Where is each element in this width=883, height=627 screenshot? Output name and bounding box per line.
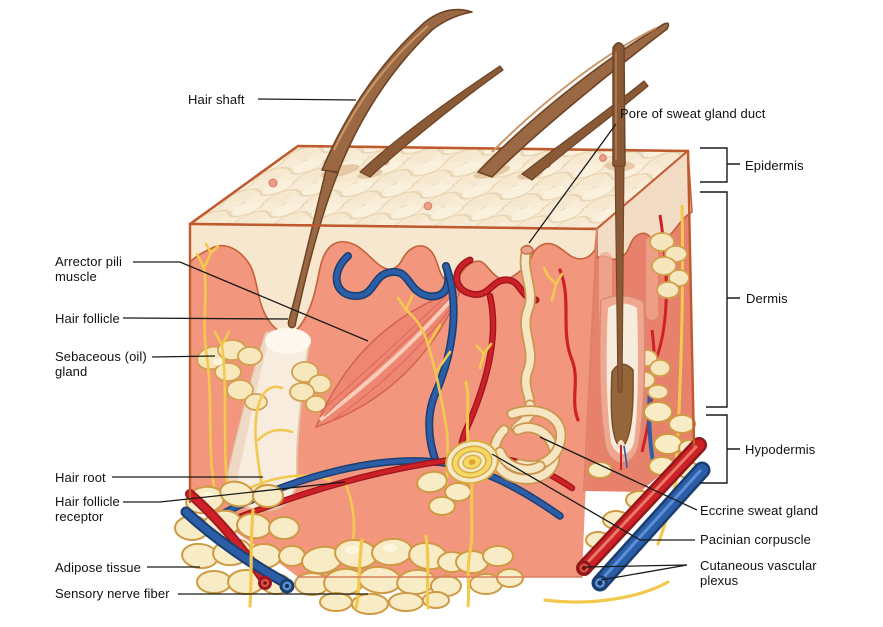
label-arrector-pili-muscle: Arrector pili muscle	[55, 254, 123, 285]
pacinian-corpuscle-shape	[445, 439, 499, 485]
layer-brackets	[700, 147, 740, 484]
skin-block-edges	[188, 149, 696, 578]
skin-front-face	[189, 169, 598, 577]
adipose-cluster-right	[416, 470, 524, 595]
label-hair-follicle-receptor: Hair follicle receptor	[55, 494, 120, 525]
front-hair-follicle	[227, 328, 312, 512]
skin-top-surface	[188, 144, 690, 231]
label-dermis: Dermis	[746, 291, 788, 306]
dermis-bracket	[700, 191, 740, 408]
label-epidermis: Epidermis	[745, 158, 804, 173]
hair-shaft-leader-line	[257, 98, 357, 101]
label-pore-of-sweat-gland-duct: Pore of sweat gland duct	[620, 106, 766, 121]
leader-lines	[112, 98, 698, 595]
left-vessel-tubes	[180, 489, 290, 588]
epidermis-bracket	[700, 147, 740, 183]
pacinian-nerve-fiber	[464, 380, 474, 608]
label-hair-follicle: Hair follicle	[55, 311, 120, 326]
hair-follicle-receptor-leader-line	[123, 481, 346, 503]
sebaceous-gland	[196, 339, 332, 413]
label-pacinian-corpuscle: Pacinian corpuscle	[700, 532, 811, 547]
side-sebaceous-gland	[632, 232, 690, 400]
pacinian-corpuscle-leader-line	[491, 453, 695, 541]
label-sensory-nerve-fiber: Sensory nerve fiber	[55, 586, 170, 601]
label-hair-shaft: Hair shaft	[188, 92, 245, 107]
cutaneous-vascular-plexus-shape	[576, 437, 711, 592]
hypodermis-bracket	[700, 414, 740, 484]
label-sebaceous-oil-gland: Sebaceous (oil) gland	[55, 349, 147, 380]
adipose-cluster-center	[294, 537, 467, 615]
hair-follicle-leader-line	[122, 317, 289, 320]
label-cutaneous-vascular-plexus: Cutaneous vascular plexus	[700, 558, 817, 589]
cutaneous-plexus-leader-lines	[585, 564, 688, 581]
hair-in-follicle	[287, 169, 339, 329]
label-hypodermis: Hypodermis	[745, 442, 816, 457]
hair-shafts	[321, 8, 670, 393]
sebaceous-gland-leader-line	[151, 355, 216, 358]
dermal-nerves	[195, 242, 564, 542]
eccrine-sweat-gland-leader-line	[539, 436, 698, 511]
label-hair-root: Hair root	[55, 470, 106, 485]
label-adipose-tissue: Adipose tissue	[55, 560, 141, 575]
pore-leader-line	[528, 123, 617, 244]
dermal-vessels	[332, 252, 580, 478]
label-eccrine-sweat-gland: Eccrine sweat gland	[700, 503, 819, 518]
arrector-pili-leader-line	[133, 261, 369, 342]
